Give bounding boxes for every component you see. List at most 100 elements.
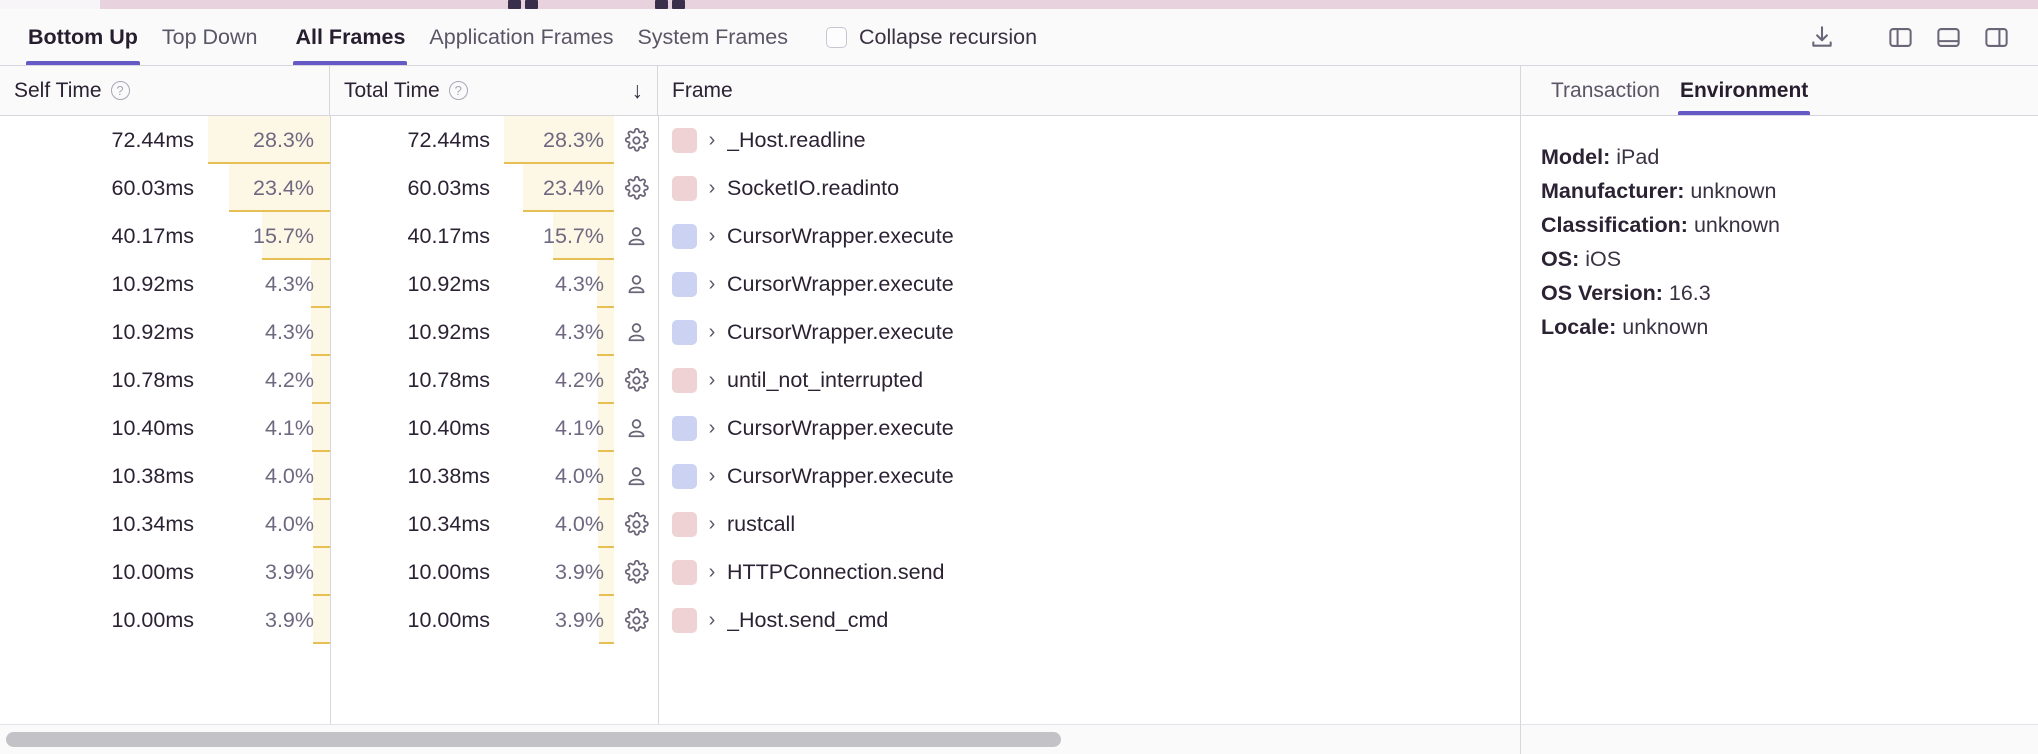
chevron-right-icon[interactable]: › [708, 560, 716, 583]
gear-icon [614, 548, 658, 596]
self-percent-label: 4.3% [264, 319, 314, 344]
cell-frame[interactable]: ›CursorWrapper.execute [658, 404, 1520, 452]
self-time-percent: 15.7% [208, 212, 330, 260]
percent-bar [598, 500, 614, 548]
panel-left-icon[interactable] [1880, 17, 1920, 57]
chevron-right-icon[interactable]: › [708, 224, 716, 247]
self-time-value: 10.38ms [111, 463, 194, 488]
collapse-recursion-checkbox[interactable]: Collapse recursion [825, 24, 1038, 50]
chevron-right-icon[interactable]: › [708, 416, 716, 439]
total-time-percent: 4.2% [504, 356, 614, 404]
strip-tick [508, 0, 521, 9]
view-tab-group: Bottom Up Top Down [16, 9, 269, 65]
cell-frame[interactable]: ›_Host.readline [658, 116, 1520, 164]
percent-bar [312, 404, 330, 452]
cell-frame[interactable]: ›CursorWrapper.execute [658, 212, 1520, 260]
person-icon [614, 260, 658, 308]
column-header-total-time[interactable]: Total Time ? ↓ [330, 66, 658, 115]
total-percent-label: 4.0% [554, 463, 604, 488]
total-percent-label: 23.4% [543, 175, 604, 200]
chevron-right-icon[interactable]: › [708, 368, 716, 391]
self-time-value: 10.00ms [111, 559, 194, 584]
frame-name: until_not_interrupted [727, 367, 924, 392]
panel-bottom-icon[interactable] [1928, 17, 1968, 57]
tab-application-frames[interactable]: Application Frames [417, 9, 625, 65]
column-header-frame[interactable]: Frame [658, 66, 1520, 115]
frame-name: CursorWrapper.execute [727, 271, 954, 296]
percent-bar [597, 308, 614, 356]
percent-bar [597, 356, 614, 404]
horizontal-scrollbar[interactable] [0, 724, 1520, 754]
cell-frame[interactable]: ›_Host.send_cmd [658, 596, 1520, 644]
self-percent-label: 3.9% [264, 607, 314, 632]
environment-value: unknown [1622, 315, 1709, 339]
percent-bar [262, 212, 330, 260]
total-time-percent: 4.3% [504, 308, 614, 356]
gear-icon [614, 356, 658, 404]
tab-all-frames[interactable]: All Frames [283, 9, 417, 65]
cell-frame[interactable]: ›rustcall [658, 500, 1520, 548]
cell-self-time: 10.00ms 3.9% [0, 548, 330, 596]
cell-frame[interactable]: › until_not_interrupted [658, 356, 1520, 404]
self-time-percent: 4.3% [208, 260, 330, 308]
cell-frame[interactable]: ›CursorWrapper.execute [658, 308, 1520, 356]
tab-bottom-up[interactable]: Bottom Up [16, 9, 150, 65]
tab-environment[interactable]: Environment [1670, 66, 1818, 115]
total-time-value: 10.00ms [407, 559, 490, 584]
self-percent-label: 28.3% [253, 127, 314, 152]
self-time-percent: 3.9% [208, 548, 330, 596]
chevron-right-icon[interactable]: › [708, 128, 716, 151]
column-header-total-time-label: Total Time [344, 78, 440, 102]
download-icon[interactable] [1802, 17, 1842, 57]
gear-icon [614, 164, 658, 212]
sort-descending-icon[interactable]: ↓ [631, 77, 644, 103]
tab-transaction[interactable]: Transaction [1541, 66, 1670, 115]
chevron-right-icon[interactable]: › [708, 272, 716, 295]
strip-segment [0, 0, 100, 9]
chevron-right-icon[interactable]: › [708, 464, 716, 487]
chevron-right-icon[interactable]: › [708, 608, 716, 631]
self-time-value: 10.40ms [111, 415, 194, 440]
cell-frame[interactable]: ›CursorWrapper.execute [658, 452, 1520, 500]
tab-top-down[interactable]: Top Down [150, 9, 270, 65]
scrollbar-thumb[interactable] [6, 732, 1061, 747]
chevron-right-icon[interactable]: › [708, 512, 716, 535]
self-time-value: 60.03ms [111, 175, 194, 200]
cell-frame[interactable]: ›SocketIO.readinto [658, 164, 1520, 212]
chevron-right-icon[interactable]: › [708, 320, 716, 343]
chevron-right-icon[interactable]: › [708, 176, 716, 199]
environment-key: Model: [1541, 145, 1611, 169]
tab-system-frames[interactable]: System Frames [625, 9, 800, 65]
panel-right-icon[interactable] [1976, 17, 2016, 57]
self-percent-label: 15.7% [253, 223, 314, 248]
help-icon[interactable]: ? [110, 81, 130, 100]
column-header-self-time[interactable]: Self Time ? [0, 66, 330, 115]
cell-frame[interactable]: › CursorWrapper.execute [658, 260, 1520, 308]
help-icon[interactable]: ? [448, 81, 468, 100]
percent-bar [552, 212, 614, 260]
person-icon [614, 212, 658, 260]
cell-frame[interactable]: ›HTTPConnection.send [658, 548, 1520, 596]
total-time-value: 10.38ms [407, 463, 490, 488]
environment-key: OS Version: [1541, 281, 1663, 305]
environment-value: iPad [1616, 145, 1660, 169]
collapse-recursion-label: Collapse recursion [858, 24, 1038, 49]
